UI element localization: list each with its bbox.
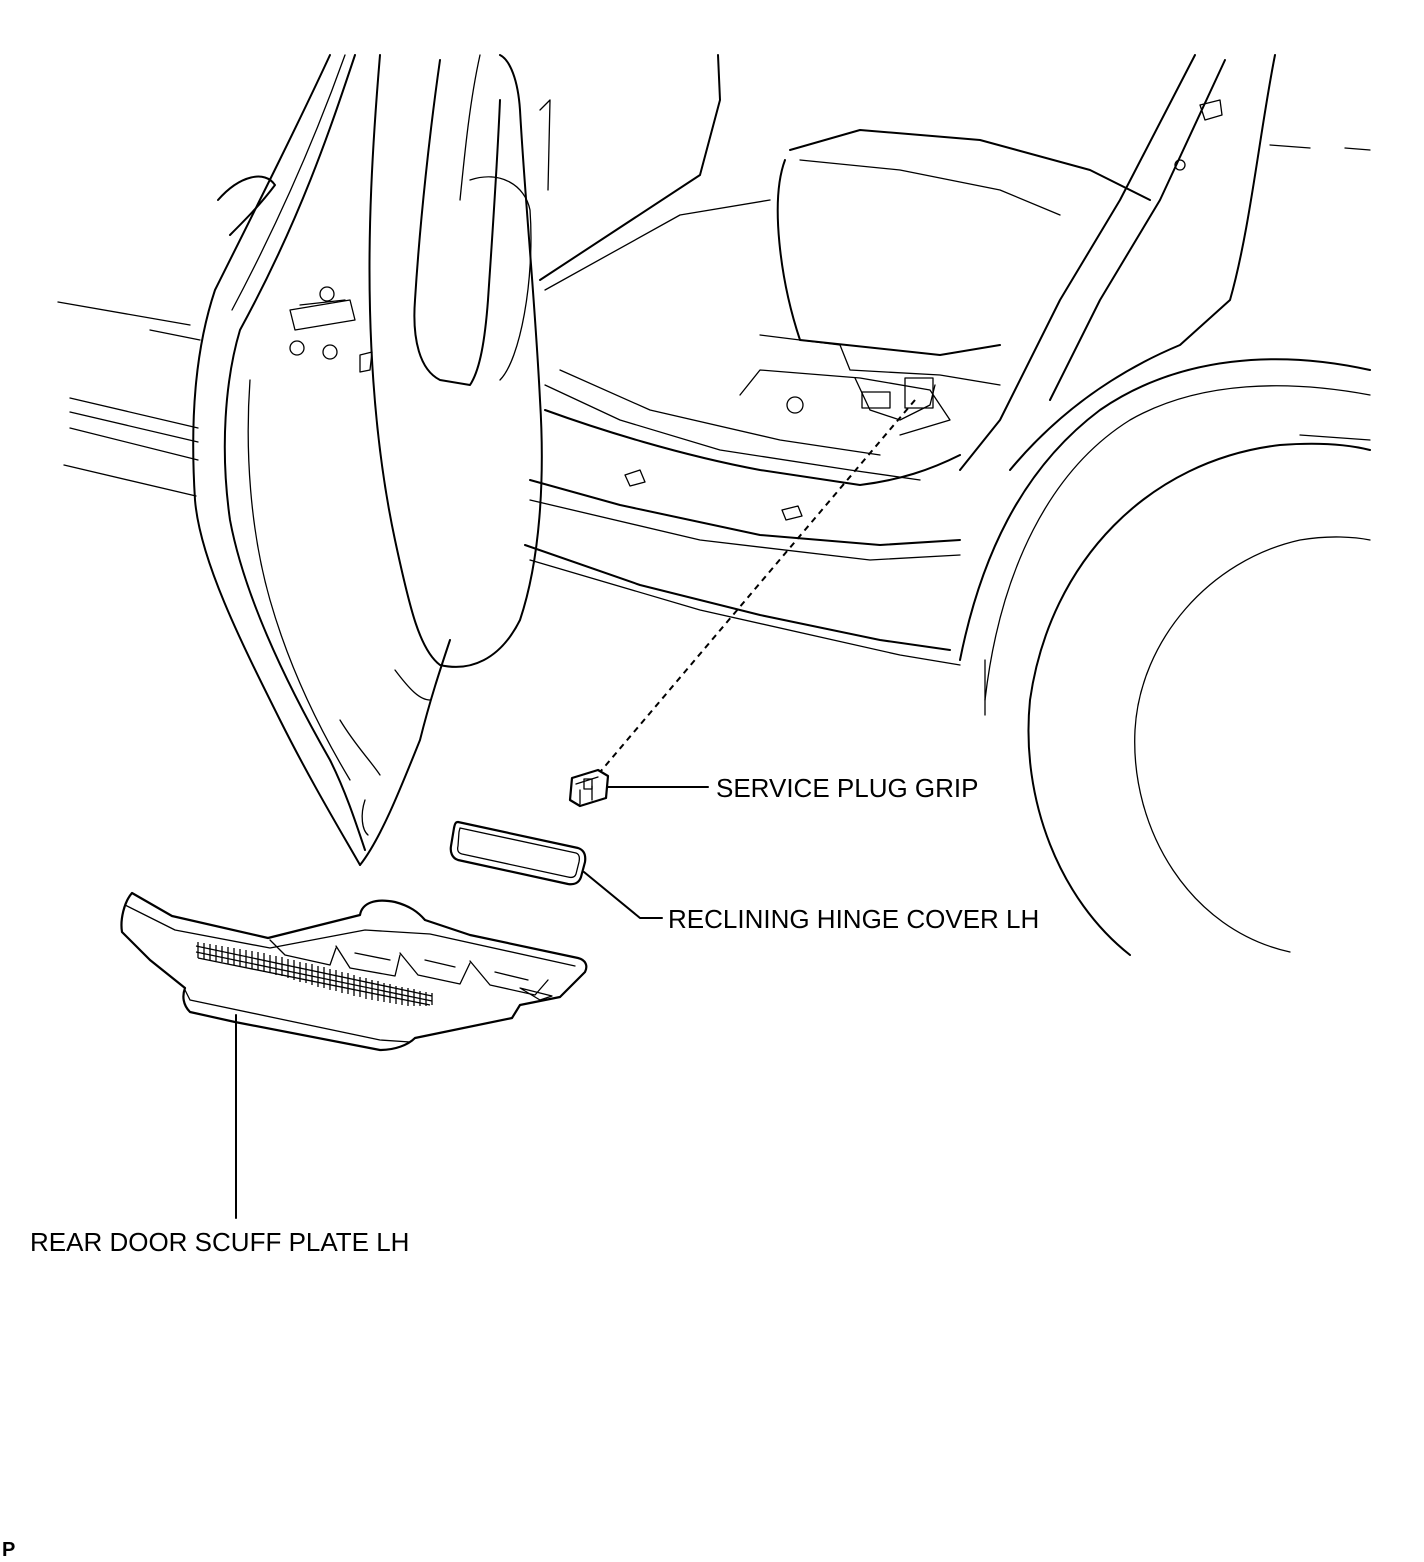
service-plug-grip-part: [568, 768, 610, 808]
vehicle-body: [57, 54, 1371, 956]
scuff-plate-texture: [195, 942, 433, 1006]
service-plug-grip-label: SERVICE PLUG GRIP: [716, 773, 979, 803]
reclining-hinge-cover-label: RECLINING HINGE COVER LH: [668, 904, 1040, 934]
reclining-hinge-cover-part: [449, 820, 587, 886]
rear-door-open: [192, 54, 551, 866]
rear-door-scuff-plate-part: [120, 891, 588, 1052]
rear-door-scuff-plate-label: REAR DOOR SCUFF PLATE LH: [30, 1227, 410, 1257]
corner-mark: P: [2, 1539, 16, 1561]
service-plug-dashed-leader: [594, 399, 916, 779]
reclining-hinge-cover-leader: [583, 871, 663, 919]
